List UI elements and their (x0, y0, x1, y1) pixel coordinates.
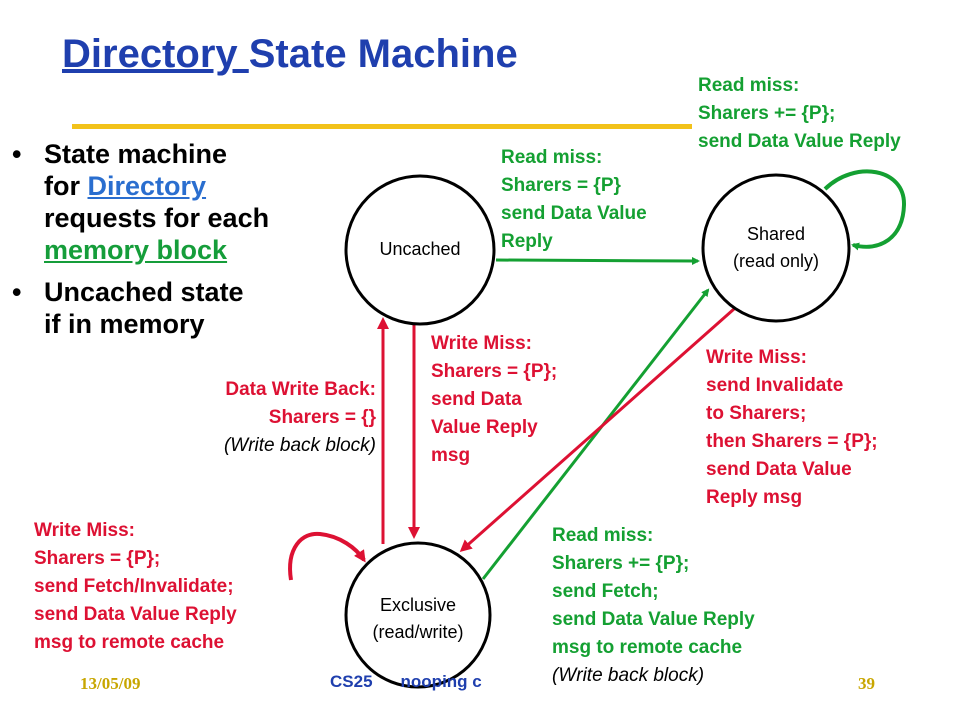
state-shared-name: Shared (746, 224, 806, 244)
bullet-text: Uncached state (44, 277, 244, 307)
page-title: Directory State Machine (62, 32, 518, 77)
title-link[interactable]: Directory (62, 32, 249, 76)
footer-date: 13/05/09 (80, 674, 141, 693)
bullet-text: if in memory (44, 309, 205, 339)
label-uncached-to-shared-read-miss: Read miss: Sharers = {P} send Data Value… (501, 147, 647, 252)
label-exclusive-to-uncached-write-back: Data Write Back: Sharers = {} (Write bac… (223, 379, 376, 456)
arrow-shared-self-loop (823, 169, 907, 251)
state-exclusive-circle (344, 541, 492, 689)
state-uncached-circle (344, 174, 496, 326)
state-shared-label: Shared (read only) (703, 221, 849, 275)
label-uncached-to-exclusive-write-miss: Write Miss: Sharers = {P}; send Data Val… (431, 333, 558, 466)
directory-link[interactable]: Directory (87, 171, 207, 201)
bullet-text: State machine (44, 139, 228, 169)
state-exclusive-name: Exclusive (379, 595, 457, 615)
state-uncached-label: Uncached (379, 239, 461, 259)
state-shared-circle (701, 173, 851, 323)
arrow-shared-to-exclusive (459, 307, 735, 552)
title-underline-rule (72, 124, 692, 129)
memory-block-link[interactable]: memory block (44, 235, 228, 265)
bullet-text: requests for each (44, 203, 270, 233)
label-exclusive-self-write-miss: Write Miss: Sharers = {P}; send Fetch/In… (34, 520, 237, 653)
arrow-exclusive-self-loop (288, 531, 366, 581)
arrow-exclusive-to-shared (481, 288, 710, 580)
title-rest: State Machine (248, 32, 518, 76)
bullet-item-1: • State machine for Directory requests f… (12, 138, 332, 266)
footer-page-number: 39 (858, 674, 875, 693)
label-shared-self-read-miss: Read miss: Sharers += {P}; send Data Val… (698, 75, 901, 152)
bullet-dot-icon: • (12, 277, 22, 307)
state-exclusive-label: Exclusive (read/write) (346, 592, 490, 646)
bullet-dot-icon: • (12, 139, 22, 169)
bullet-list: • State machine for Directory requests f… (12, 138, 332, 350)
bullet-item-2: • Uncached state if in memory (12, 276, 332, 340)
label-exclusive-to-shared-read-miss: Read miss: Sharers += {P}; send Fetch; s… (548, 522, 759, 694)
state-shared-mode: (read only) (732, 251, 820, 271)
arrow-uncached-to-shared (495, 256, 700, 265)
label-shared-to-exclusive-write-miss: Write Miss: send Invalidate to Sharers; … (706, 347, 878, 508)
bullet-text: for (44, 171, 88, 201)
state-exclusive-mode: (read/write) (372, 622, 464, 642)
